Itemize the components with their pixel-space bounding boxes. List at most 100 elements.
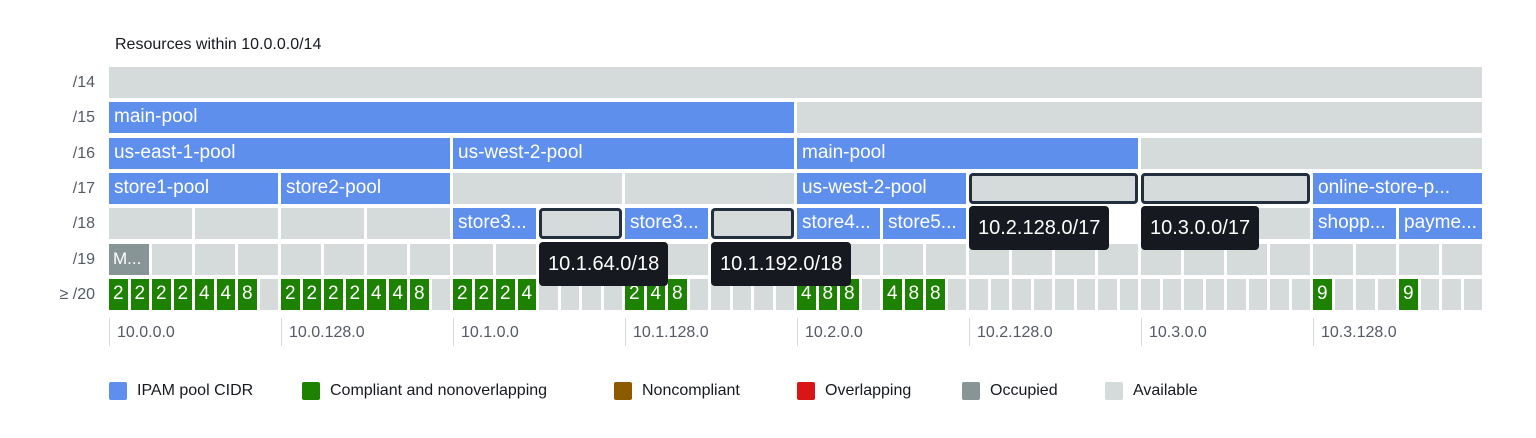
occupied-block[interactable]: M...	[109, 243, 149, 275]
available-block[interactable]	[582, 278, 601, 310]
available-block[interactable]	[1420, 278, 1439, 310]
compliant-resource[interactable]: 4	[216, 278, 235, 310]
compliant-resource[interactable]: 2	[345, 278, 364, 310]
pool-block[interactable]: store3...	[453, 208, 536, 240]
compliant-resource[interactable]: 4	[388, 278, 407, 310]
available-block[interactable]	[1270, 243, 1310, 275]
compliant-resource[interactable]: 8	[926, 278, 945, 310]
available-block[interactable]	[1098, 278, 1117, 310]
available-block[interactable]	[1055, 278, 1074, 310]
available-block[interactable]	[1399, 243, 1439, 275]
available-block[interactable]	[754, 278, 773, 310]
compliant-resource[interactable]: 2	[173, 278, 192, 310]
selected-available-block[interactable]	[1141, 172, 1310, 204]
available-block[interactable]	[1291, 278, 1310, 310]
pool-block[interactable]: main-pool	[797, 137, 1138, 169]
available-block[interactable]	[431, 278, 450, 310]
available-block[interactable]	[453, 243, 493, 275]
compliant-resource[interactable]: 2	[324, 278, 343, 310]
available-block[interactable]	[324, 243, 364, 275]
available-block[interactable]	[109, 208, 192, 240]
compliant-resource[interactable]: 2	[453, 278, 472, 310]
pool-block[interactable]: main-pool	[109, 102, 794, 134]
available-block[interactable]	[281, 243, 321, 275]
available-block[interactable]	[883, 243, 923, 275]
available-block[interactable]	[1356, 278, 1375, 310]
compliant-resource[interactable]: 2	[625, 278, 644, 310]
pool-block[interactable]: us-east-1-pool	[109, 137, 450, 169]
available-block[interactable]	[453, 172, 622, 204]
available-block[interactable]	[539, 278, 558, 310]
available-block[interactable]	[990, 278, 1009, 310]
pool-block[interactable]: online-store-p...	[1313, 172, 1482, 204]
available-block[interactable]	[496, 243, 536, 275]
available-block[interactable]	[1377, 278, 1396, 310]
available-block[interactable]	[1334, 278, 1353, 310]
compliant-resource[interactable]: 2	[152, 278, 171, 310]
available-block[interactable]	[1356, 243, 1396, 275]
available-block[interactable]	[625, 172, 794, 204]
available-block[interactable]	[1141, 137, 1482, 169]
available-block[interactable]	[689, 278, 708, 310]
available-block[interactable]	[603, 278, 622, 310]
compliant-resource[interactable]: 2	[281, 278, 300, 310]
available-block[interactable]	[797, 102, 1482, 134]
compliant-resource[interactable]: 2	[130, 278, 149, 310]
selected-available-block[interactable]	[969, 172, 1138, 204]
compliant-resource[interactable]: 8	[238, 278, 257, 310]
available-block[interactable]	[947, 278, 966, 310]
available-block[interactable]	[1012, 278, 1031, 310]
pool-block[interactable]: us-west-2-pool	[453, 137, 794, 169]
available-block[interactable]	[711, 278, 730, 310]
compliant-resource[interactable]: 4	[195, 278, 214, 310]
compliant-resource[interactable]: 4	[367, 278, 386, 310]
available-block[interactable]	[1227, 278, 1246, 310]
compliant-resource[interactable]: 8	[904, 278, 923, 310]
available-block[interactable]	[195, 243, 235, 275]
pool-block[interactable]: store5...	[883, 208, 966, 240]
compliant-resource[interactable]: 4	[797, 278, 816, 310]
pool-block[interactable]: store3...	[625, 208, 708, 240]
available-block[interactable]	[732, 278, 751, 310]
available-block[interactable]	[1270, 278, 1289, 310]
available-block[interactable]	[926, 243, 966, 275]
available-block[interactable]	[152, 243, 192, 275]
available-block[interactable]	[969, 278, 988, 310]
available-block[interactable]	[861, 278, 880, 310]
compliant-resource[interactable]: 4	[517, 278, 536, 310]
compliant-resource[interactable]: 2	[302, 278, 321, 310]
selected-available-block[interactable]	[539, 208, 622, 240]
available-block[interactable]	[195, 208, 278, 240]
available-block[interactable]	[1119, 278, 1138, 310]
selected-available-block[interactable]	[711, 208, 794, 240]
available-block[interactable]	[1141, 278, 1160, 310]
available-block[interactable]	[1184, 278, 1203, 310]
pool-block[interactable]: store1-pool	[109, 172, 278, 204]
available-block[interactable]	[1442, 243, 1482, 275]
available-block[interactable]	[1205, 278, 1224, 310]
compliant-resource[interactable]: 2	[109, 278, 128, 310]
available-block[interactable]	[668, 243, 708, 275]
pool-block[interactable]: store2-pool	[281, 172, 450, 204]
compliant-resource[interactable]: 9	[1399, 278, 1418, 310]
available-block[interactable]	[259, 278, 278, 310]
compliant-resource[interactable]: 2	[496, 278, 515, 310]
pool-block[interactable]: payme...	[1399, 208, 1482, 240]
available-block[interactable]	[367, 243, 407, 275]
available-block[interactable]	[775, 278, 794, 310]
available-block[interactable]	[238, 243, 278, 275]
available-block[interactable]	[109, 67, 1482, 98]
compliant-resource[interactable]: 9	[1313, 278, 1332, 310]
compliant-resource[interactable]: 8	[818, 278, 837, 310]
pool-block[interactable]: store4...	[797, 208, 880, 240]
compliant-resource[interactable]: 8	[840, 278, 859, 310]
available-block[interactable]	[367, 208, 450, 240]
available-block[interactable]	[410, 243, 450, 275]
pool-block[interactable]: us-west-2-pool	[797, 172, 966, 204]
compliant-resource[interactable]: 4	[646, 278, 665, 310]
available-block[interactable]	[1248, 278, 1267, 310]
available-block[interactable]	[1313, 243, 1353, 275]
available-block[interactable]	[1033, 278, 1052, 310]
available-block[interactable]	[560, 278, 579, 310]
compliant-resource[interactable]: 8	[668, 278, 687, 310]
